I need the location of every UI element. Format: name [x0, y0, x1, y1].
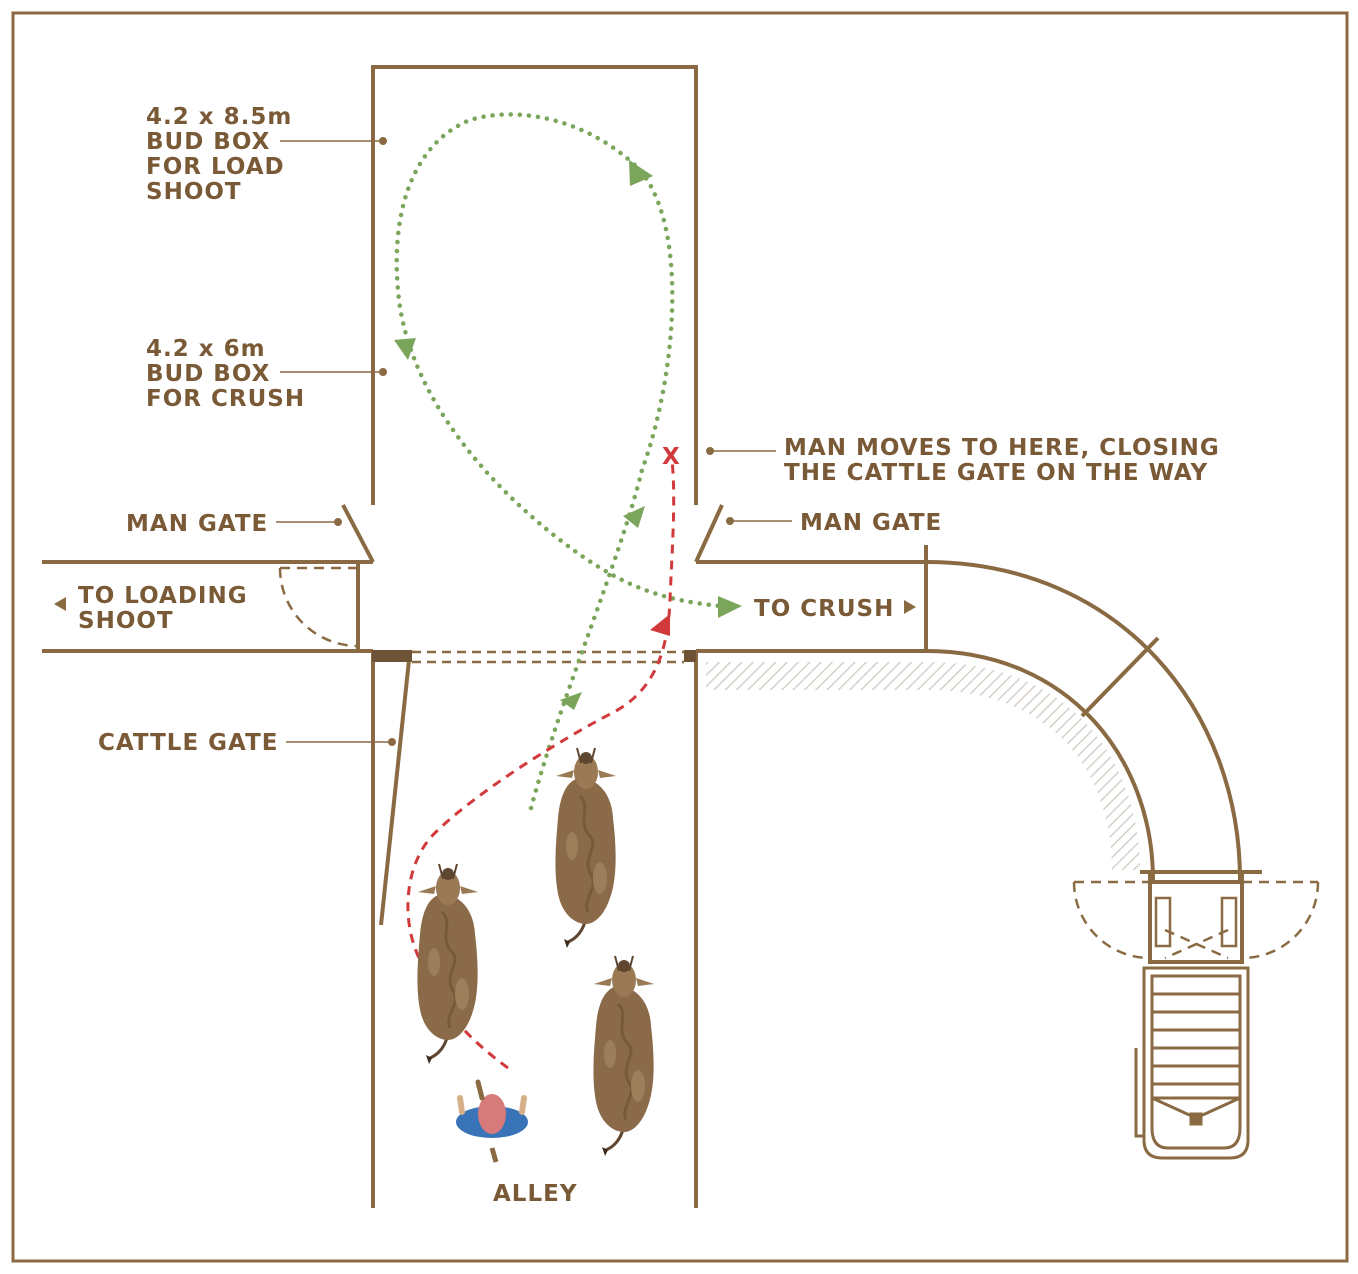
bud-box-outline — [371, 65, 698, 505]
cow-icon — [553, 746, 618, 950]
label-man-gate-left: MAN GATE — [126, 511, 268, 537]
cattle-gate-panel — [379, 659, 411, 926]
curved-race-outer — [925, 560, 1242, 881]
hatched-shadow — [706, 662, 1140, 870]
loading-ramp — [1134, 966, 1250, 1160]
gate-post-right — [684, 650, 696, 662]
man-gate-left-panel — [341, 504, 375, 563]
label-alley: ALLEY — [493, 1181, 577, 1207]
gate-post-left — [372, 650, 412, 662]
label-man-moves: MAN MOVES TO HERE, CLOSING THE CATTLE GA… — [784, 435, 1229, 486]
leader-lines — [276, 140, 792, 743]
x-mark: X — [662, 444, 681, 470]
label-to-loading-shoot: TO LOADING SHOOT — [78, 583, 257, 634]
label-man-gate-right: MAN GATE — [800, 510, 942, 536]
label-bud-box-load: 4.2 x 8.5m BUD BOX FOR LOAD SHOOT — [146, 104, 301, 205]
triangle-left-icon — [54, 597, 66, 611]
label-bud-box-crush: 4.2 x 6m BUD BOX FOR CRUSH — [146, 336, 305, 412]
curved-race-inner — [925, 649, 1155, 881]
green-cattle-path — [394, 112, 723, 811]
triangle-right-icon — [904, 600, 916, 614]
label-to-crush: TO CRUSH — [754, 596, 894, 622]
cow-icon — [591, 954, 656, 1158]
walls — [42, 65, 1262, 1208]
green-arrowheads — [394, 160, 742, 710]
outer-frame — [11, 11, 1349, 1263]
person-icon — [456, 1079, 528, 1163]
label-cattle-gate: CATTLE GATE — [98, 730, 278, 756]
red-arrowhead — [650, 614, 670, 636]
man-gate-right-panel — [694, 504, 724, 563]
